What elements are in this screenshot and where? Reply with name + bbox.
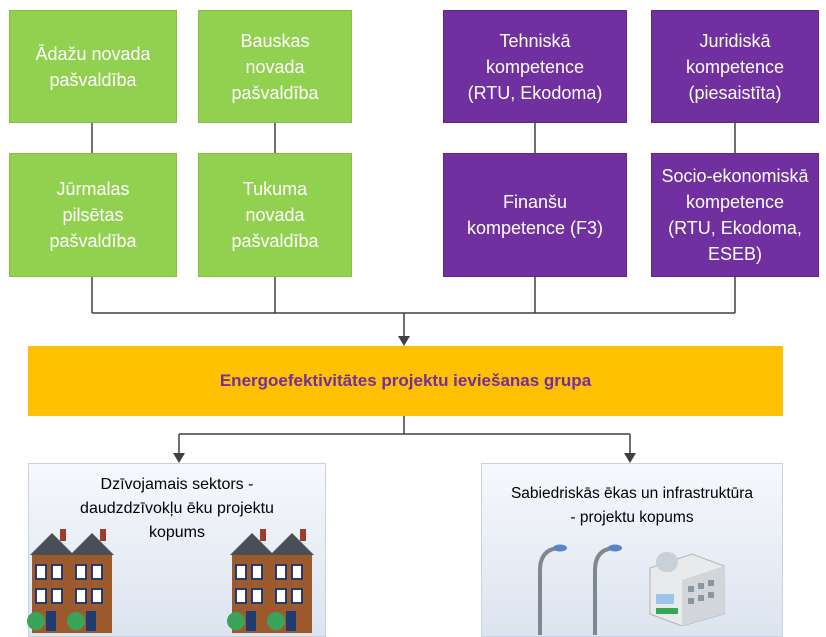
implementation-group-label: Energoefektivitātes projektu ieviešanas … [219, 371, 592, 390]
public-buildings-panel: Sabiedriskās ēkas un infrastruktūra - pr… [481, 463, 783, 637]
street-lamp-icon [538, 544, 567, 635]
public-buildings-label: Sabiedriskās ēkas un infrastruktūra - pr… [510, 485, 754, 526]
house-icon [227, 529, 314, 633]
building-icon [649, 552, 725, 626]
street-lamp-icon [593, 544, 622, 635]
residential-sector-label: Dzīvojamais sektors - daudzdzīvokļu ēku … [80, 476, 274, 541]
house-icon [27, 529, 114, 633]
implementation-group-bar: Energoefektivitātes projektu ieviešanas … [28, 346, 783, 416]
